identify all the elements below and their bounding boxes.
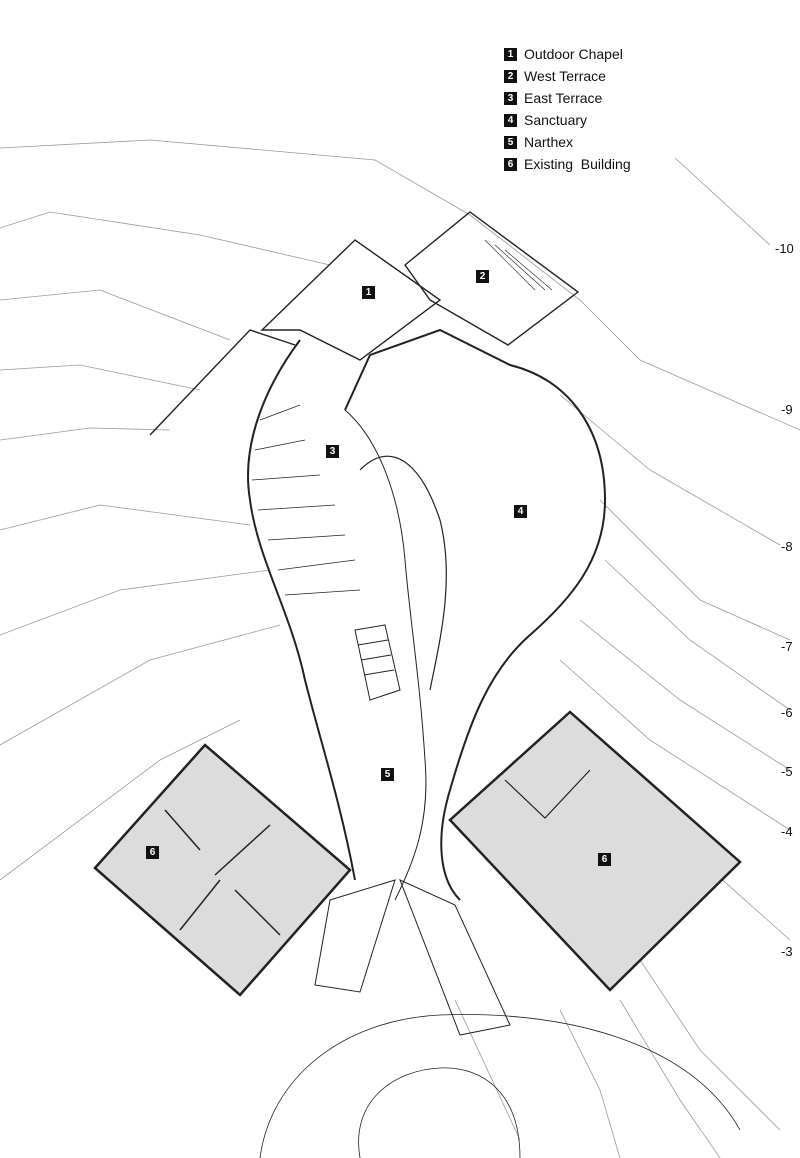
paving-line <box>257 504 336 511</box>
room-tag-east-terrace: 3 <box>326 445 339 458</box>
contour-line <box>619 999 721 1158</box>
west-terrace-outline <box>404 211 580 346</box>
legend-label: Sanctuary <box>524 112 588 128</box>
existing-building-right-partition <box>504 769 591 819</box>
legend-number: 5 <box>504 135 517 149</box>
existing-building-right-fill <box>448 710 742 992</box>
existing-building-left-fill <box>93 743 352 997</box>
contour-line <box>579 619 791 771</box>
legend-label: East Terrace <box>524 90 603 106</box>
paving-line <box>251 474 321 481</box>
room-tag-outdoor-chapel: 1 <box>362 286 375 299</box>
contour-line <box>639 959 781 1131</box>
room-tag-existing-building: 6 <box>598 853 611 866</box>
contour-line <box>454 999 521 1141</box>
contour-label: -6 <box>781 705 793 720</box>
contour-label: -4 <box>781 824 793 839</box>
contour-line <box>0 569 271 636</box>
contour-line <box>0 289 231 341</box>
contour-line <box>0 139 800 431</box>
existing-building-right <box>448 710 742 992</box>
contour-label: -8 <box>781 539 793 554</box>
contour-line <box>559 394 781 546</box>
plaza-outer-arc <box>259 1014 741 1158</box>
contour-line <box>604 559 791 711</box>
upper-wings <box>149 211 580 436</box>
legend-number: 6 <box>504 157 517 171</box>
legend-item: 4 Sanctuary <box>504 109 631 131</box>
contour-label: -10 <box>775 241 794 256</box>
legend-label: Existing Building <box>524 156 631 172</box>
room-tag-existing-building: 6 <box>146 846 159 859</box>
stair-outline <box>354 624 401 701</box>
stair-tread <box>357 639 395 676</box>
paving-line <box>259 404 301 421</box>
stair-wedge <box>149 329 296 436</box>
room-tag-narthex: 5 <box>381 768 394 781</box>
legend-number: 4 <box>504 113 517 127</box>
paving-line <box>254 439 306 451</box>
paving-grid <box>251 404 361 596</box>
room-tag-sanctuary: 4 <box>514 505 527 518</box>
contour-line <box>0 719 241 881</box>
entry-walks <box>314 879 511 1036</box>
legend-number: 1 <box>504 47 517 61</box>
central-spine <box>344 409 427 901</box>
contour-line <box>559 1009 621 1158</box>
legend-item: 2 West Terrace <box>504 65 631 87</box>
plaza-inner-circle <box>358 1067 521 1158</box>
contour-line <box>599 499 791 641</box>
legend-number: 3 <box>504 91 517 105</box>
contour-label: -9 <box>781 402 793 417</box>
paving-line <box>277 559 356 571</box>
contour-label: -3 <box>781 944 793 959</box>
contour-lines <box>0 139 800 1158</box>
sanctuary-outer-wall <box>344 328 607 901</box>
contour-line <box>0 624 281 746</box>
narthex-inner-curve <box>359 455 447 691</box>
legend: 1 Outdoor Chapel 2 West Terrace 3 East T… <box>504 43 631 175</box>
contour-line <box>0 504 251 531</box>
contour-line <box>559 659 791 831</box>
legend-item: 5 Narthex <box>504 131 631 153</box>
legend-item: 3 East Terrace <box>504 87 631 109</box>
paving-line <box>267 534 346 541</box>
terrace-stair-hatch <box>484 239 553 291</box>
legend-item: 1 Outdoor Chapel <box>504 43 631 65</box>
paving-line <box>284 589 361 596</box>
east-terrace-outer-wall <box>247 339 356 881</box>
legend-label: Narthex <box>524 134 574 150</box>
entry-walk-left <box>314 879 396 993</box>
room-tag-west-terrace: 2 <box>476 270 489 283</box>
existing-building-left-partition <box>164 809 281 936</box>
contour-line <box>0 427 171 441</box>
outdoor-chapel-outline <box>260 239 442 361</box>
contour-line <box>674 157 771 246</box>
contour-label: -7 <box>781 639 793 654</box>
contour-label: -5 <box>781 764 793 779</box>
main-building <box>247 328 607 901</box>
entry-walk-right <box>399 879 511 1036</box>
legend-label: West Terrace <box>524 68 606 84</box>
contour-line <box>0 211 331 266</box>
legend-number: 2 <box>504 69 517 83</box>
existing-building-left <box>93 743 352 997</box>
contour-line <box>0 364 201 391</box>
legend-item: 6 Existing Building <box>504 153 631 175</box>
plaza <box>259 1014 741 1158</box>
legend-label: Outdoor Chapel <box>524 46 623 62</box>
interior-stair <box>354 624 401 701</box>
